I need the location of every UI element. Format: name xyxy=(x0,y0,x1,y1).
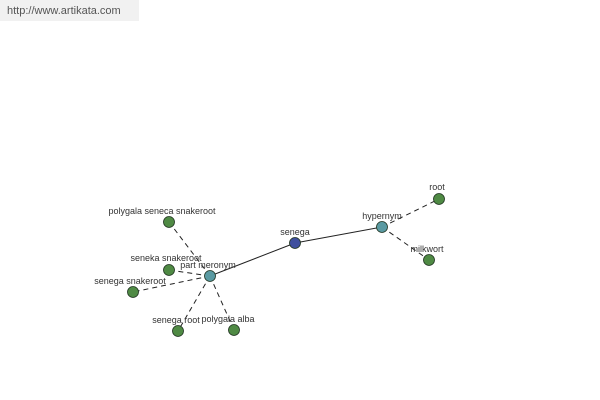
node-hypernym[interactable]: hypernym xyxy=(362,211,402,233)
node-dot-part-meronym[interactable] xyxy=(204,270,216,282)
node-seneka-snakeroot[interactable]: seneka snakeroot xyxy=(130,253,202,276)
node-polygala-seneca-snakeroot[interactable]: polygala seneca snakeroot xyxy=(108,206,216,228)
node-label-root[interactable]: root xyxy=(429,182,445,192)
node-label-seneka-snakeroot[interactable]: seneka snakeroot xyxy=(130,253,202,263)
edge-hypernym-milkwort xyxy=(381,226,430,261)
node-senega-snakeroot[interactable]: senega snakeroot xyxy=(94,276,166,298)
edges-layer xyxy=(132,198,440,332)
node-dot-polygala-alba[interactable] xyxy=(228,324,240,336)
edge-part-meronym-senega-snakeroot xyxy=(132,275,211,293)
node-label-hypernym[interactable]: hypernym xyxy=(362,211,402,221)
edge-hypernym-root xyxy=(381,198,440,228)
node-label-polygala-seneca-snakeroot[interactable]: polygala seneca snakeroot xyxy=(108,206,216,216)
node-label-milkwort[interactable]: milkwort xyxy=(411,244,444,254)
node-label-senega[interactable]: senega xyxy=(280,227,310,237)
edge-part-meronym-seneka-snakeroot xyxy=(168,269,211,277)
edge-senega-hypernym xyxy=(294,226,383,244)
node-label-senega-root[interactable]: senega root xyxy=(152,315,200,325)
node-label-senega-snakeroot[interactable]: senega snakeroot xyxy=(94,276,166,286)
watermark-banner: http://www.artikata.com xyxy=(0,0,139,21)
node-senega-root[interactable]: senega root xyxy=(152,315,200,337)
node-root[interactable]: root xyxy=(429,182,445,205)
node-part-meronym[interactable]: part meronym xyxy=(180,260,236,282)
node-dot-seneka-snakeroot[interactable] xyxy=(163,264,175,276)
node-dot-senega[interactable] xyxy=(289,237,301,249)
node-dot-root[interactable] xyxy=(433,193,445,205)
node-milkwort[interactable]: milkwort xyxy=(411,244,444,266)
node-label-part-meronym[interactable]: part meronym xyxy=(180,260,236,270)
edge-part-meronym-senega-root xyxy=(177,275,211,332)
edge-part-meronym-polygala-alba xyxy=(209,275,235,331)
edge-part-meronym-polygala-seneca-snakeroot xyxy=(168,221,211,277)
node-dot-senega-snakeroot[interactable] xyxy=(127,286,139,298)
node-senega[interactable]: senega xyxy=(280,227,310,249)
node-dot-senega-root[interactable] xyxy=(172,325,184,337)
node-label-polygala-alba[interactable]: polygala alba xyxy=(201,314,254,324)
edge-senega-part-meronym xyxy=(209,242,296,277)
nodes-layer: senega hypernym part meronym root milkwo… xyxy=(94,182,445,337)
node-polygala-alba[interactable]: polygala alba xyxy=(201,314,255,336)
node-dot-hypernym[interactable] xyxy=(376,221,388,233)
watermark-url[interactable]: http://www.artikata.com xyxy=(7,5,121,17)
node-dot-polygala-seneca-snakeroot[interactable] xyxy=(163,216,175,228)
node-dot-milkwort[interactable] xyxy=(423,254,435,266)
